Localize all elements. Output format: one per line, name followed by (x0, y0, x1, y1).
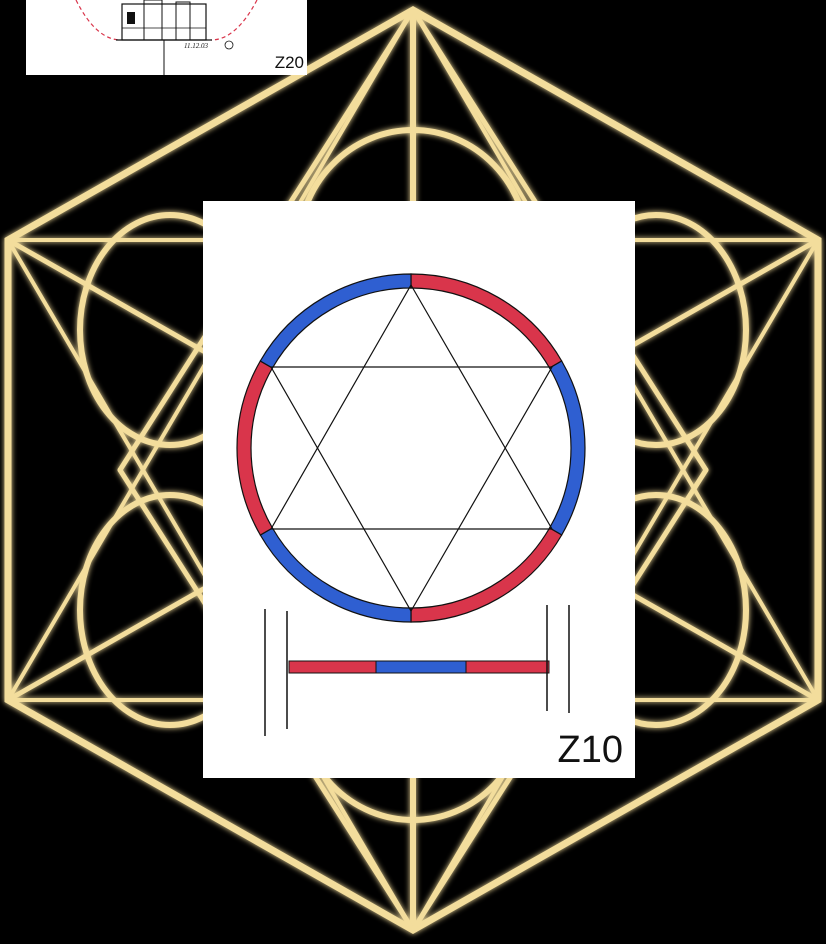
building-sketch-icon: 11.12.03 (26, 0, 307, 75)
ring-segment (411, 528, 562, 622)
thumbnail-label: Z20 (275, 53, 304, 73)
drawing-label: Z10 (558, 729, 623, 772)
thumbnail-card-z20: 11.12.03 Z20 (26, 0, 307, 75)
drawing-card-z10: Z10 (203, 201, 635, 778)
ring-segment (550, 361, 585, 535)
ring-segment (260, 528, 411, 622)
ring-segment (237, 361, 272, 535)
svg-text:11.12.03: 11.12.03 (184, 42, 208, 50)
hexagram-ring-drawing (203, 201, 635, 778)
segmented-bar (265, 605, 569, 736)
segmented-ring (237, 274, 585, 622)
ring-segment (260, 274, 411, 368)
ring-segment (411, 274, 562, 368)
hexagram-star (271, 285, 552, 611)
